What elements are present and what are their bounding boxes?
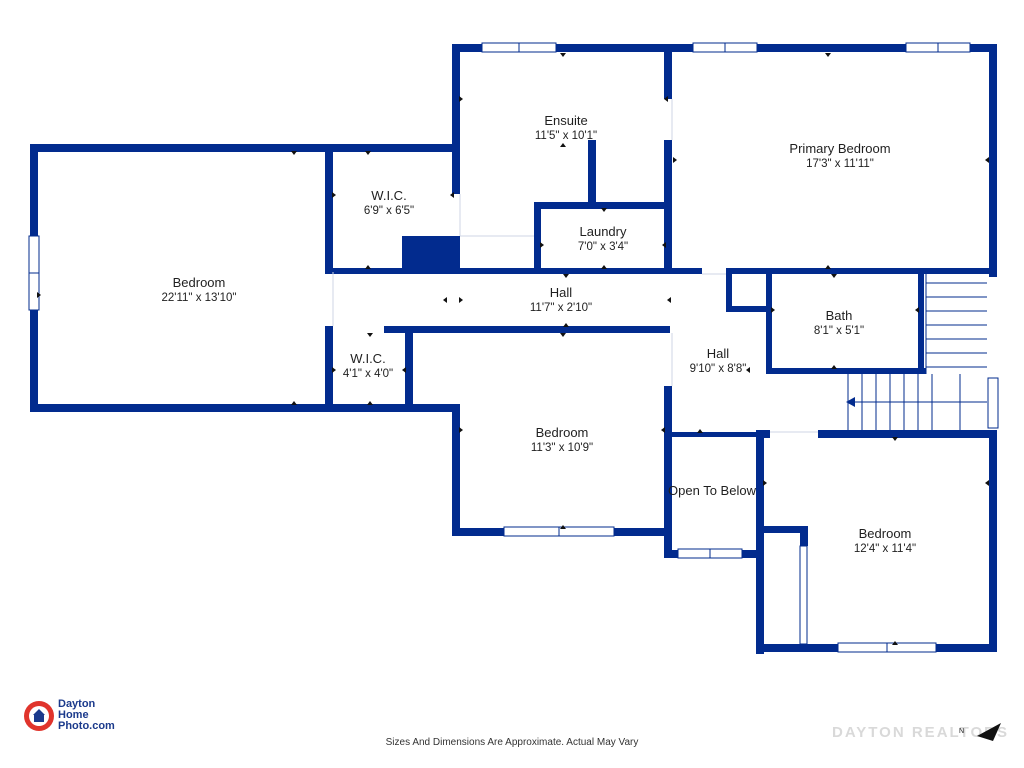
room-label-wic-1: W.I.C. 6'9" x 6'5" [364, 188, 414, 219]
logo-text: Dayton Home Photo.com [58, 699, 115, 732]
room-dimensions: 4'1" x 4'0" [342, 368, 394, 381]
room-label-bedroom-center: Bedroom 11'3" x 10'9" [531, 425, 593, 456]
room-name: Bedroom [535, 425, 589, 440]
room-dimensions: 6'9" x 6'5" [363, 205, 415, 218]
room-dimensions: 22'11" x 13'10" [161, 292, 237, 305]
room-label-hall-center: Hall 9'10" x 8'8" [690, 346, 747, 377]
room-name: Hall [549, 285, 573, 300]
room-name: Primary Bedroom [789, 141, 891, 156]
room-label-wic-2: W.I.C. 4'1" x 4'0" [343, 351, 393, 382]
room-label-hall-upper: Hall 11'7" x 2'10" [530, 285, 592, 316]
room-dimensions: 11'5" x 10'1" [534, 130, 598, 143]
room-label-bath: Bath 8'1" x 5'1" [814, 308, 864, 339]
logo-line-2: Home [58, 709, 89, 721]
room-name: Bedroom [858, 526, 912, 541]
stair-arrow-icon [846, 397, 855, 407]
room-dimensions: 11'3" x 10'9" [530, 442, 594, 455]
room-label-open-to-below: Open To Below [668, 483, 756, 499]
logo-line-1: Dayton [58, 698, 96, 710]
room-label-laundry: Laundry 7'0" x 3'4" [578, 224, 628, 255]
north-arrow-icon [977, 723, 1001, 741]
room-name: Laundry [579, 224, 627, 239]
walls [30, 44, 997, 654]
openings [332, 99, 818, 433]
disclaimer-text: Sizes And Dimensions Are Approximate. Ac… [385, 737, 639, 748]
room-name: Open To Below [668, 483, 756, 498]
room-name: Hall [706, 346, 730, 361]
room-dimensions: 8'1" x 5'1" [813, 325, 865, 338]
room-name: W.I.C. [371, 188, 407, 203]
north-label: N [959, 728, 965, 735]
room-dimensions: 12'4" x 11'4" [853, 543, 917, 556]
realtors-watermark: DAYTON REALTORS [832, 724, 1009, 741]
room-name: Bedroom [172, 275, 226, 290]
room-label-ensuite: Ensuite 11'5" x 10'1" [535, 113, 597, 144]
house-icon [33, 709, 45, 715]
room-dimensions: 17'3" x 11'11" [806, 158, 874, 171]
room-label-primary-bedroom: Primary Bedroom 17'3" x 11'11" [789, 141, 890, 172]
logo-line-3: Photo.com [58, 720, 115, 732]
room-name: Bath [825, 308, 853, 323]
room-dimensions: 11'7" x 2'10" [529, 302, 593, 315]
dimension-markers [37, 53, 989, 645]
dayton-home-photo-logo: Dayton Home Photo.com [24, 699, 154, 735]
room-label-bedroom-west: Bedroom 22'11" x 13'10" [161, 275, 236, 306]
room-name: W.I.C. [350, 351, 386, 366]
windows [28, 42, 999, 653]
room-dimensions: 7'0" x 3'4" [577, 241, 629, 254]
staircase [847, 274, 987, 430]
room-dimensions: 9'10" x 8'8" [689, 363, 747, 376]
room-name: Ensuite [544, 113, 588, 128]
window-mullions [29, 43, 939, 652]
logo-badge-icon [24, 701, 54, 731]
room-label-bedroom-se: Bedroom 12'4" x 11'4" [854, 526, 916, 557]
